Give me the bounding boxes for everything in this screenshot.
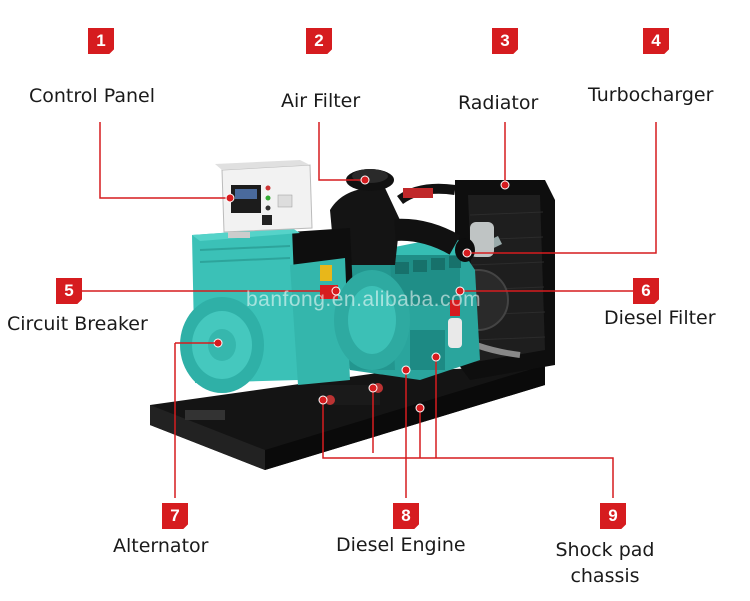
badge-diesel-engine: 8 [393,503,419,529]
dot-turbocharger [462,248,472,258]
label-diesel-filter: Diesel Filter [604,307,716,329]
label-radiator: Radiator [458,92,539,114]
badge-alternator: 7 [162,503,188,529]
dot-shock-pad-4 [431,352,441,362]
label-turbocharger: Turbocharger [588,84,714,106]
label-air-filter: Air Filter [281,90,361,112]
dot-air-filter [360,175,370,185]
badge-shock-pad-chassis: 9 [600,503,626,529]
dot-shock-pad-1 [318,395,328,405]
dot-circuit-breaker [331,286,341,296]
dot-shock-pad-3 [415,403,425,413]
dot-diesel-engine [401,365,411,375]
label-circuit-breaker: Circuit Breaker [7,313,148,335]
badge-air-filter: 2 [306,28,332,54]
dot-diesel-filter [455,286,465,296]
badge-turbocharger: 4 [643,28,669,54]
badge-control-panel: 1 [88,28,114,54]
badge-circuit-breaker: 5 [56,278,82,304]
watermark-text: banfong.en.alibaba.com [246,288,482,311]
label-control-panel: Control Panel [29,85,155,107]
label-alternator: Alternator [113,535,209,557]
dot-radiator [500,180,510,190]
dot-control-panel [225,193,235,203]
label-diesel-engine: Diesel Engine [336,534,466,556]
label-shock-pad-chassis: Shock pad chassis [555,539,655,587]
badge-radiator: 3 [492,28,518,54]
badge-diesel-filter: 6 [633,278,659,304]
dot-shock-pad-2 [368,383,378,393]
